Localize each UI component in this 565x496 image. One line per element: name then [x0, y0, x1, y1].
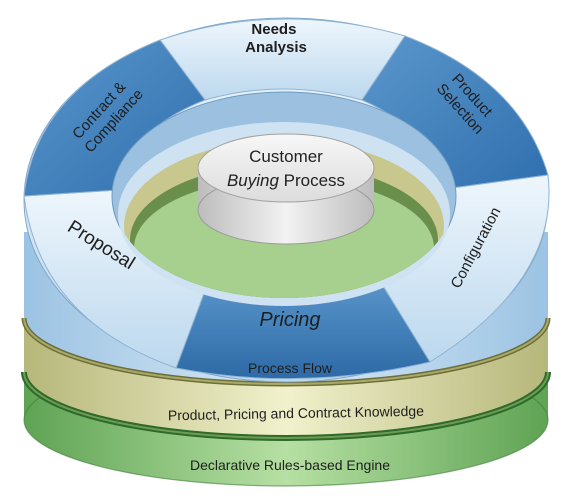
label-knowledge: Product, Pricing and Contract Knowledge	[168, 403, 424, 423]
customer-hub: Customer Buying Process	[197, 133, 375, 245]
hub-title-line2: Buying Process	[227, 171, 345, 190]
label-needs-analysis: Needs Analysis	[245, 21, 307, 56]
label-engine: Declarative Rules-based Engine	[190, 457, 390, 473]
label-pricing: Pricing	[259, 309, 320, 331]
hub-title-line1: Customer	[249, 147, 323, 166]
label-process-flow: Process Flow	[248, 360, 333, 376]
